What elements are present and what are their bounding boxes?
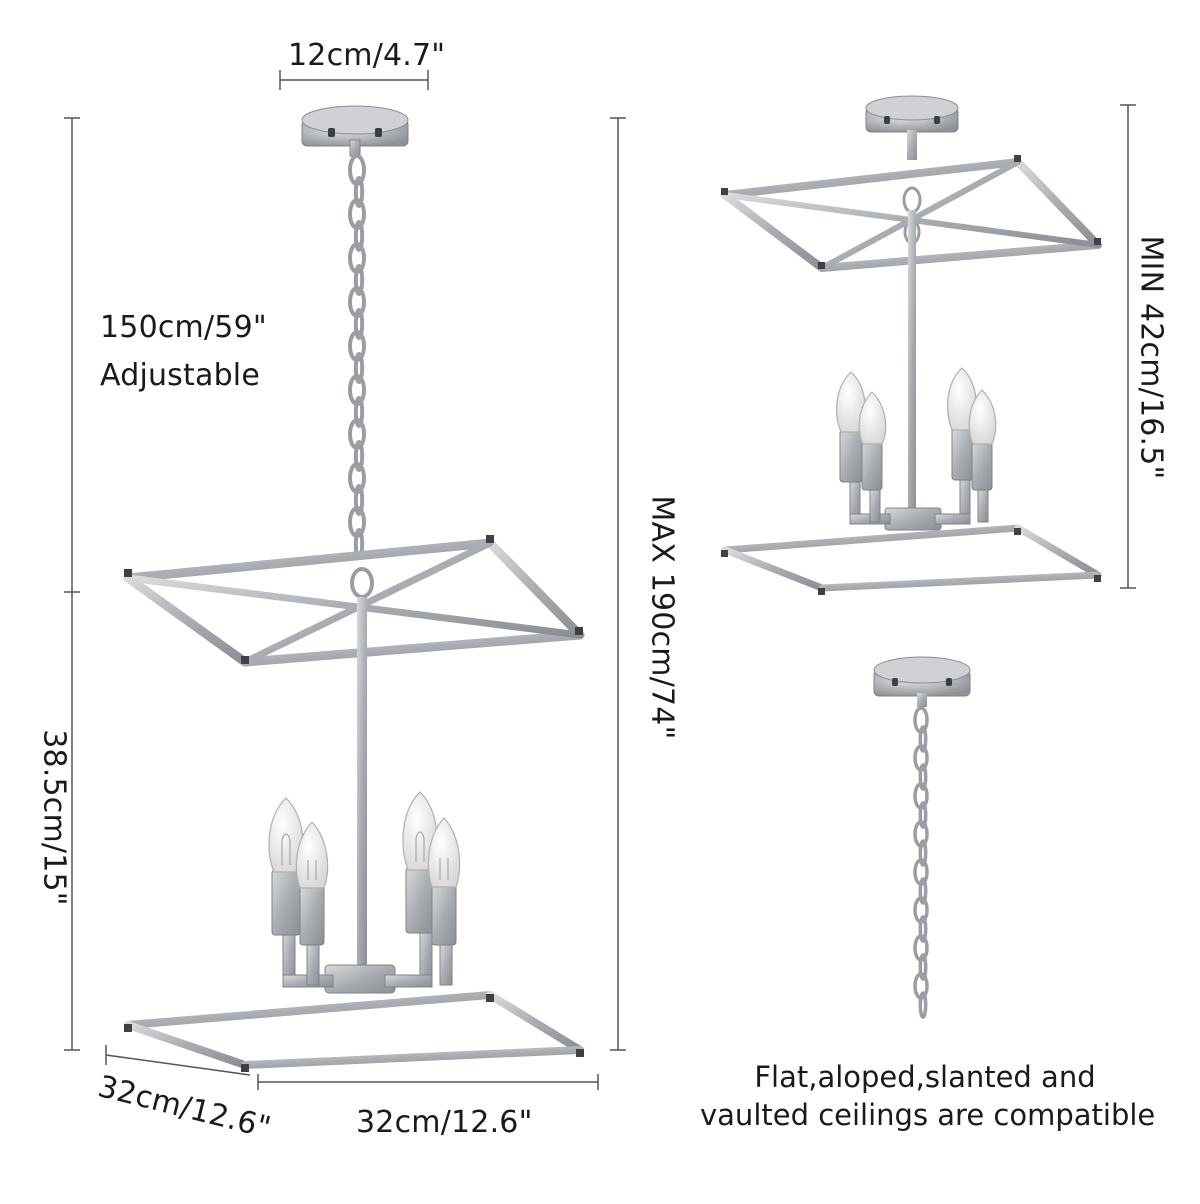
chain (348, 154, 366, 560)
chain-link (353, 352, 365, 384)
canopy-with-chain (873, 656, 971, 1019)
small-canopy (865, 95, 959, 160)
chain-link (353, 396, 365, 428)
chain-link (918, 953, 928, 981)
chain-link (353, 264, 365, 296)
chain-link (353, 220, 365, 252)
cage-frame (123, 538, 585, 1069)
chain-link (918, 725, 928, 753)
dimension-lines (64, 70, 1136, 1090)
max-height-label: MAX 190cm/74" (644, 495, 680, 740)
flush-mount-configuration (721, 95, 1102, 595)
chain-link (918, 763, 928, 791)
chain-link (918, 991, 928, 1019)
chain-link (918, 839, 928, 867)
main-pendant (123, 105, 585, 1072)
chain-link (918, 915, 928, 943)
chain-link (353, 440, 365, 472)
chain-link (353, 308, 365, 340)
chain-length-label: 150cm/59" (100, 310, 267, 345)
canopy (301, 105, 409, 157)
chain-link (918, 877, 928, 905)
compatibility-note-line1: Flat,aloped,slanted and (754, 1060, 1096, 1094)
min-height-label: MIN 42cm/16.5" (1133, 235, 1169, 480)
chain-adjustable-label: Adjustable (100, 358, 260, 393)
cage-height-label: 38.5cm/15" (36, 729, 72, 906)
canopy-width-label: 12cm/4.7" (288, 38, 446, 73)
compatibility-note-line2: vaulted ceilings are compatible (700, 1098, 1156, 1132)
width-label: 32cm/12.6" (356, 1105, 533, 1140)
chain-link (353, 484, 365, 516)
chain-link (918, 801, 928, 829)
chain-link (353, 176, 365, 208)
